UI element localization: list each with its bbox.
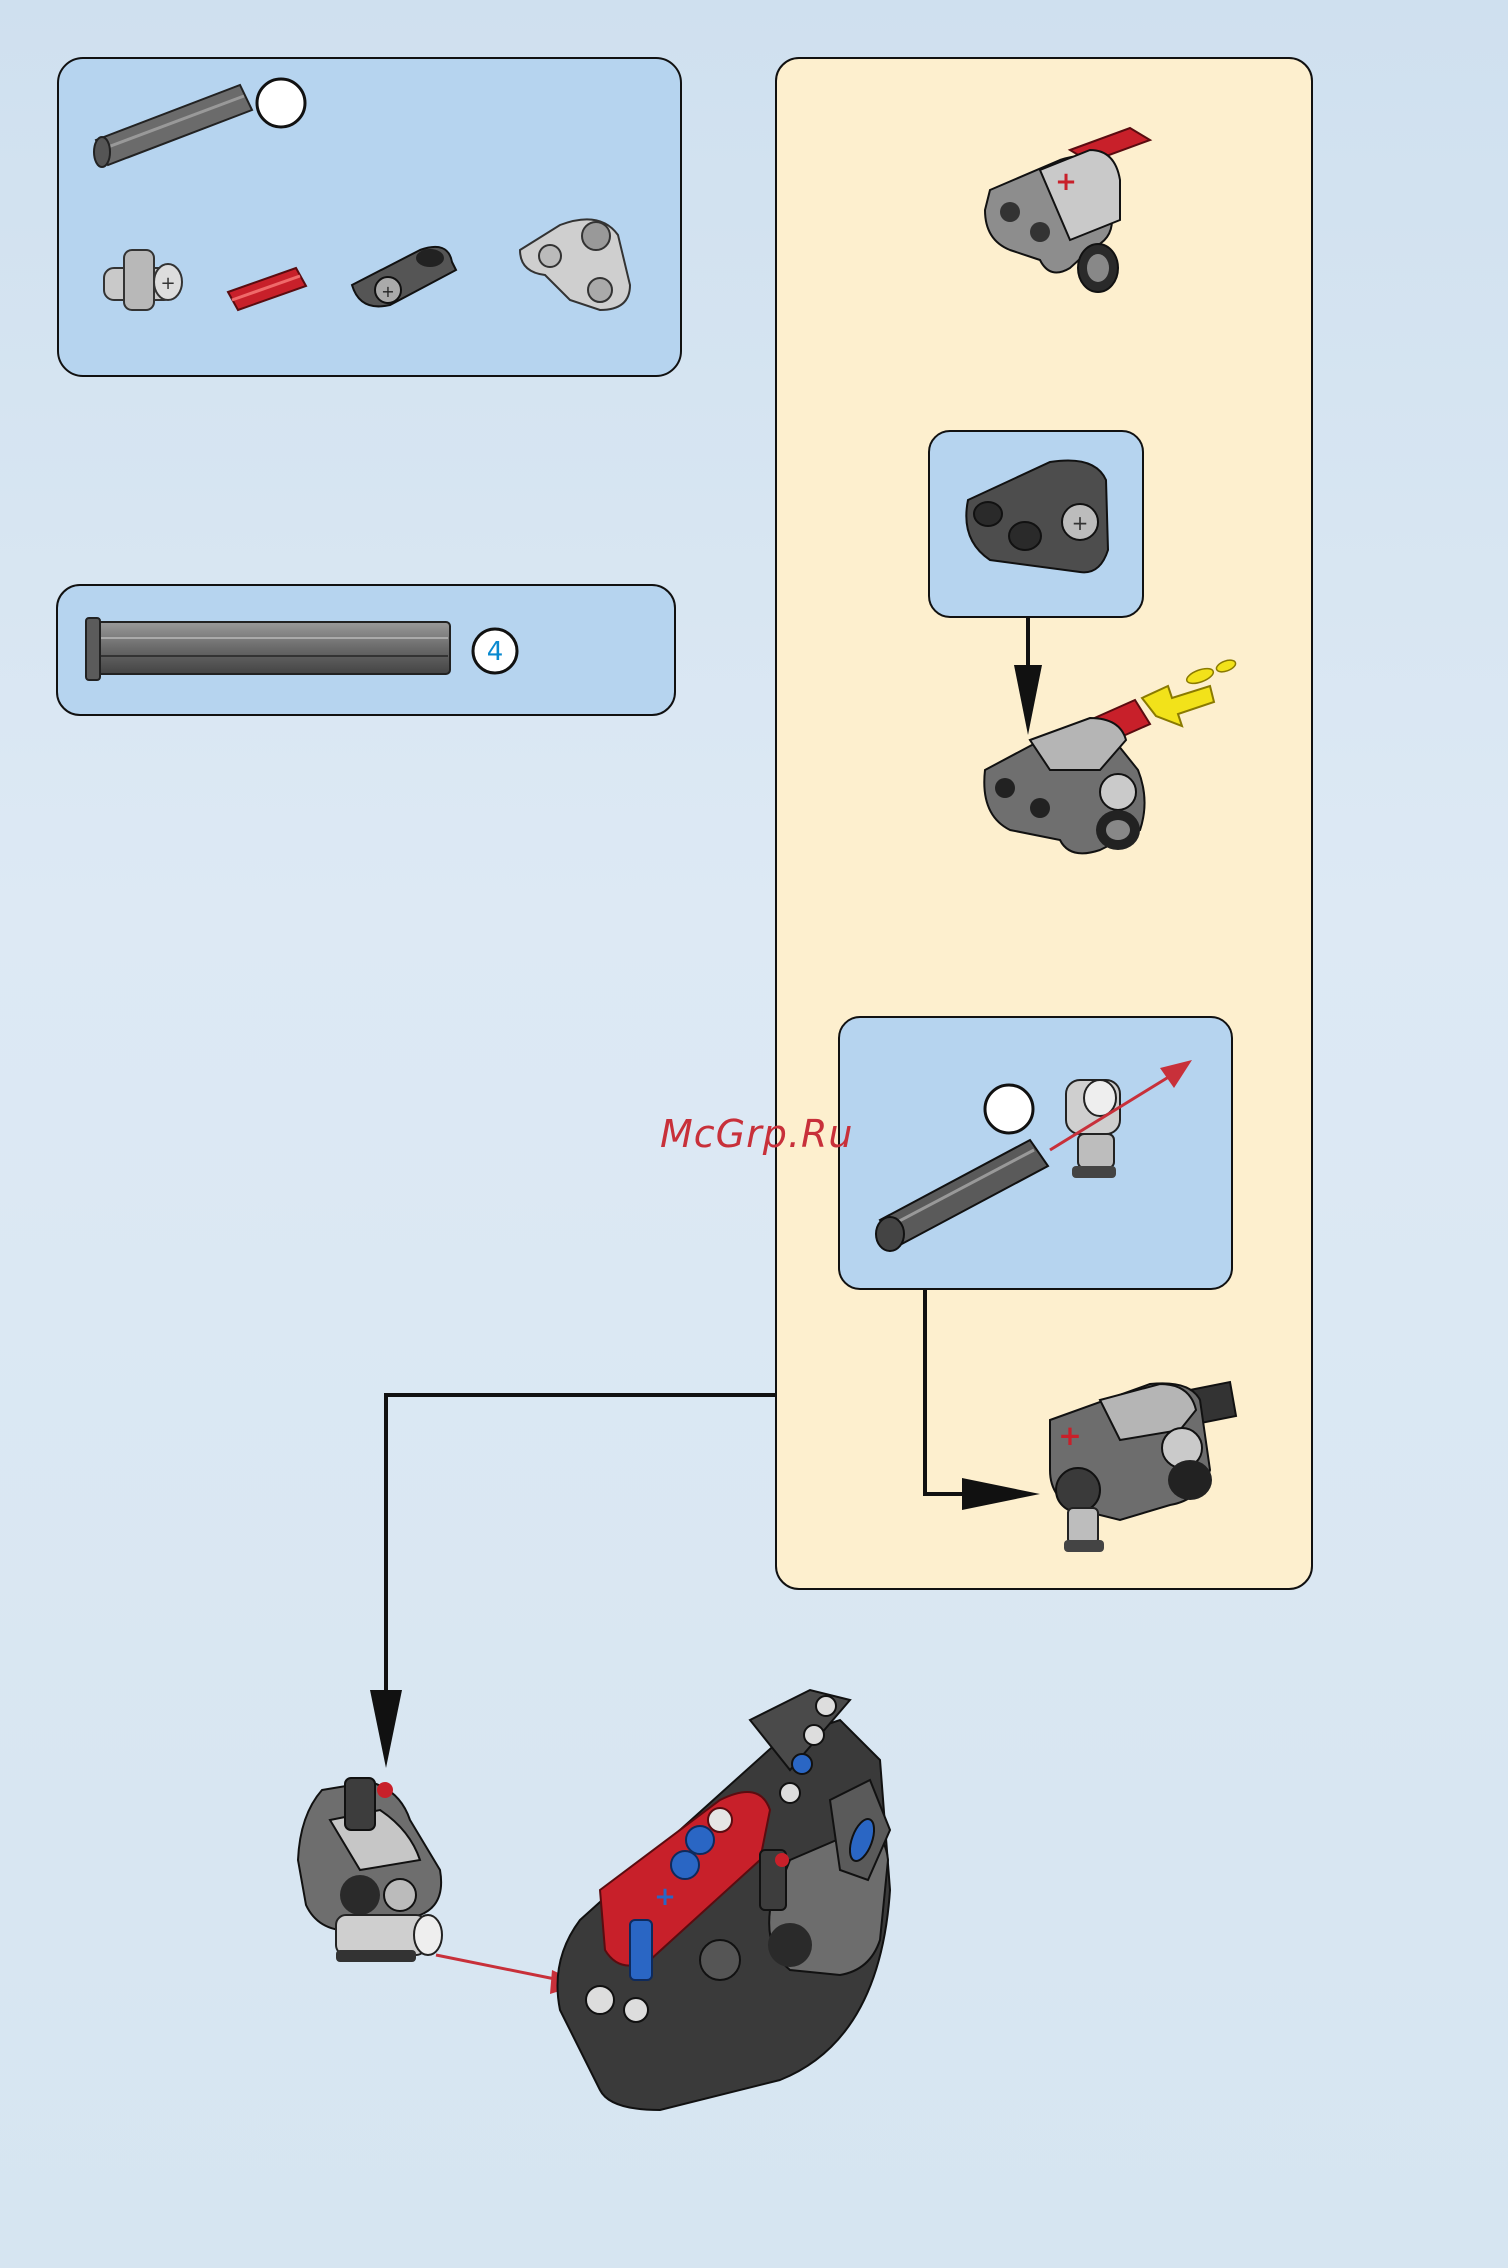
main-assembly: +	[558, 1690, 891, 2110]
substep1-assembly: +	[985, 128, 1150, 292]
length-4-text: 4	[487, 637, 504, 667]
main-elbow-arrow	[370, 1395, 775, 1768]
axle-connector-part: +	[104, 250, 182, 310]
callout-beam-part: +	[966, 460, 1108, 572]
substep2-assembly	[984, 700, 1150, 853]
push-arrow-icon	[1142, 658, 1237, 726]
red-axle-pin-part	[228, 268, 306, 310]
svg-text:+: +	[1055, 167, 1077, 197]
axle-4-part	[86, 618, 450, 680]
callout-elbow-arrow	[925, 1290, 1040, 1510]
length-4-circle: 4	[473, 629, 517, 673]
callout-connector-part	[1066, 1080, 1120, 1178]
beam-connector-part: +	[352, 247, 456, 307]
angle-connector-part	[520, 219, 630, 310]
callout-axle-circle	[985, 1085, 1033, 1133]
svg-text:+: +	[381, 282, 394, 301]
axle-length-circle	[257, 79, 305, 127]
svg-text:+: +	[1072, 511, 1089, 535]
callout-arrow-down	[1014, 618, 1042, 735]
svg-text:+: +	[160, 273, 175, 294]
long-axle-part	[94, 85, 252, 167]
subassembly-left	[298, 1778, 442, 1962]
watermark-text: McGrp.Ru	[660, 1112, 853, 1156]
callout-axle-part	[876, 1140, 1048, 1251]
svg-text:+: +	[1058, 1419, 1081, 1452]
substep3-assembly: +	[1050, 1382, 1236, 1552]
svg-text:+: +	[654, 1882, 676, 1912]
